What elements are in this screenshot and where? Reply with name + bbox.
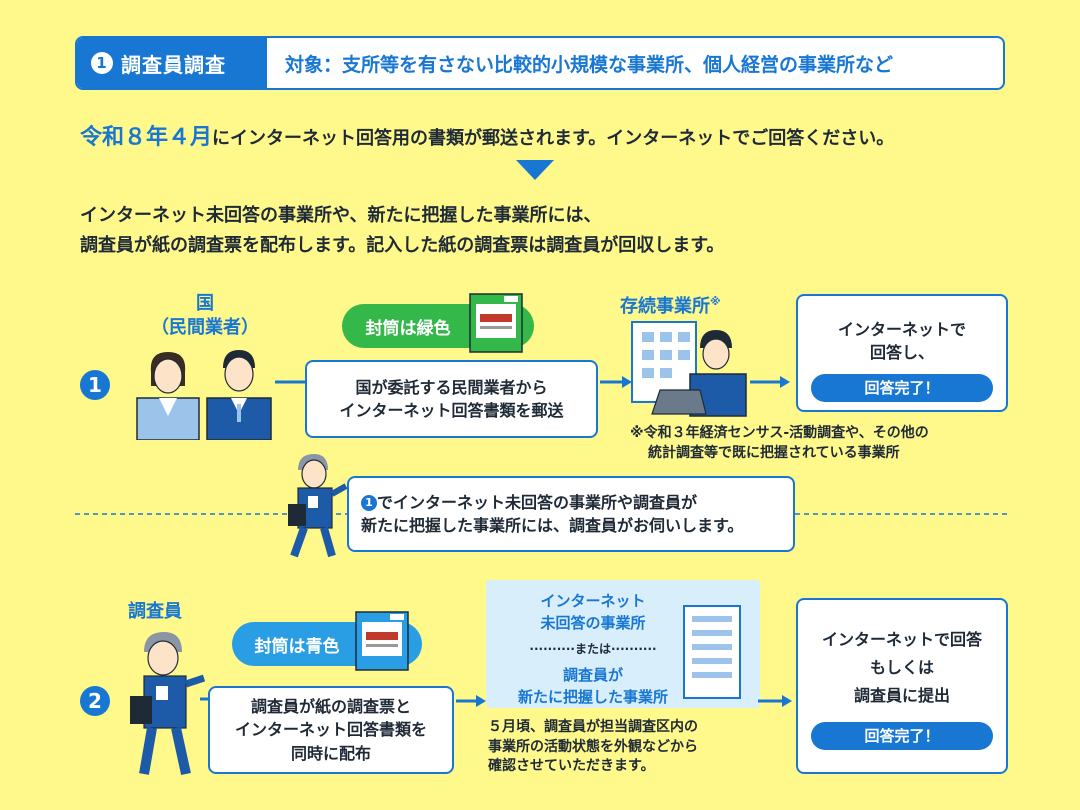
- intro-date: 令和８年４月: [80, 125, 213, 150]
- government-staff-icon: [136, 350, 272, 440]
- step1-footnote: ※令和３年経済センサス‐活動調査や、その他の 統計調査等で既に把握されている事業…: [630, 424, 929, 463]
- step1-result-box: インターネットで 回答し、 回答完了！: [796, 294, 1008, 412]
- step2-result-box: インターネットで回答 もしくは 調査員に提出 回答完了！: [796, 598, 1008, 774]
- down-arrow-icon: [516, 160, 554, 180]
- step2-target-line3: 調査員が: [562, 666, 623, 684]
- step2-note: ５月頃、調査員が担当調査区内の 事業所の活動状態を外観などから 確認させていただ…: [488, 718, 698, 777]
- middle-ref-number: 1: [361, 495, 377, 512]
- step2-result-line2: もしくは: [869, 658, 934, 677]
- step1-complete-badge: 回答完了！: [811, 374, 993, 403]
- step1-result-line1: インターネットで: [837, 320, 966, 339]
- notice-line2: 調査員が紙の調査票を配布します。記入した紙の調査票は調査員が回収します。: [80, 235, 725, 256]
- step1-footnote-line2: 統計調査等で既に把握されている事業所: [648, 444, 900, 461]
- building-icon: [683, 605, 741, 699]
- office-worker-icon: [631, 321, 747, 417]
- step1-number: 1: [80, 370, 110, 400]
- step2-note-line1: ５月頃、調査員が担当調査区内の: [488, 719, 698, 735]
- step1-action-line2: インターネット回答書類を郵送: [339, 401, 564, 420]
- header-title: 調査員調査: [121, 52, 226, 77]
- header-target: 対象：支所等を有さない比較的小規模な事業所、個人経営の事業所など: [285, 53, 894, 76]
- step2-target-or-wrap: ··········または··········: [529, 642, 657, 656]
- step2-action-line3: 同時に配布: [290, 743, 371, 763]
- step1-action-box: 国が委託する民間業者から インターネット回答書類を郵送: [305, 360, 598, 438]
- step2-complete-badge: 回答完了！: [811, 722, 993, 750]
- header-number: 1: [91, 52, 113, 74]
- step1-actor-line1: 国: [196, 293, 214, 314]
- surveyor-icon: [130, 632, 206, 776]
- step2-note-line2: 事業所の活動状態を外観などから: [488, 738, 698, 755]
- step1-recipient-title: 存続事業所※: [620, 292, 721, 318]
- step2-result-line3: 調査員に提出: [853, 686, 950, 705]
- step1-result-line2: 回答し、: [869, 343, 934, 363]
- middle-line2: 新たに把握した事業所には、調査員がお伺いします。: [361, 516, 744, 535]
- step2-number: 2: [80, 686, 110, 716]
- step2-action-box: 調査員が紙の調査票と インターネット回答書類を 同時に配布: [208, 686, 454, 774]
- step2-envelope-label-text: 封筒は青色: [254, 636, 340, 657]
- survey-header: 1 調査員調査 対象：支所等を有さない比較的小規模な事業所、個人経営の事業所など: [75, 36, 1005, 90]
- step1-envelope-label-text: 封筒は緑色: [365, 318, 451, 339]
- green-envelope-icon: [469, 293, 523, 353]
- arrow-right-icon: [456, 695, 486, 707]
- step1-actor: 国 （民間業者）: [140, 292, 270, 340]
- middle-line1: でインターネット未回答の事業所や調査員が: [377, 492, 698, 512]
- intro-rest: にインターネット回答用の書類が郵送されます。インターネットでご回答ください。: [212, 128, 895, 149]
- arrow-right-icon: [750, 376, 790, 388]
- blue-envelope-icon: [355, 611, 409, 671]
- step2-note-line3: 確認させていただきます。: [488, 758, 655, 775]
- step2-target-line4: 新たに把握した事業所: [517, 688, 668, 706]
- step1-recipient-title-text: 存続事業所: [620, 296, 710, 317]
- step2-result-line1: インターネットで回答: [821, 630, 982, 649]
- intro-text: 令和８年４月にインターネット回答用の書類が郵送されます。インターネットでご回答く…: [80, 119, 894, 151]
- step2-target-or: または: [574, 642, 611, 656]
- dashed-divider: [75, 513, 1010, 515]
- step1-recipient-mark: ※: [710, 295, 721, 308]
- step1-actor-line2: （民間業者）: [151, 317, 259, 338]
- flow-line-1a: [275, 380, 307, 384]
- surveyor-walking-icon: [288, 454, 348, 558]
- arrow-right-icon: [758, 695, 792, 707]
- arrow-right-icon: [600, 376, 632, 388]
- header-tag: 1 調査員調査: [77, 38, 267, 88]
- step2-target-text: インターネット 未回答の事業所 ··········または·········· …: [498, 590, 688, 708]
- step2-action-line2: インターネット回答書類を: [234, 720, 427, 740]
- step2-target-line1: インターネット: [540, 592, 646, 610]
- step1-action-line1: 国が委託する民間業者から: [355, 377, 548, 397]
- step1-footnote-line1: ※令和３年経済センサス‐活動調査や、その他の: [630, 425, 929, 441]
- step2-target-line2: 未回答の事業所: [540, 614, 646, 632]
- notice-line1: インターネット未回答の事業所や、新たに把握した事業所には、: [80, 205, 602, 226]
- step2-action-line1: 調査員が紙の調査票と: [250, 697, 411, 717]
- step2-target-panel: インターネット 未回答の事業所 ··········または·········· …: [486, 580, 760, 708]
- notice-text: インターネット未回答の事業所や、新たに把握した事業所には、 調査員が紙の調査票を…: [80, 201, 724, 261]
- step2-actor: 調査員: [128, 601, 182, 622]
